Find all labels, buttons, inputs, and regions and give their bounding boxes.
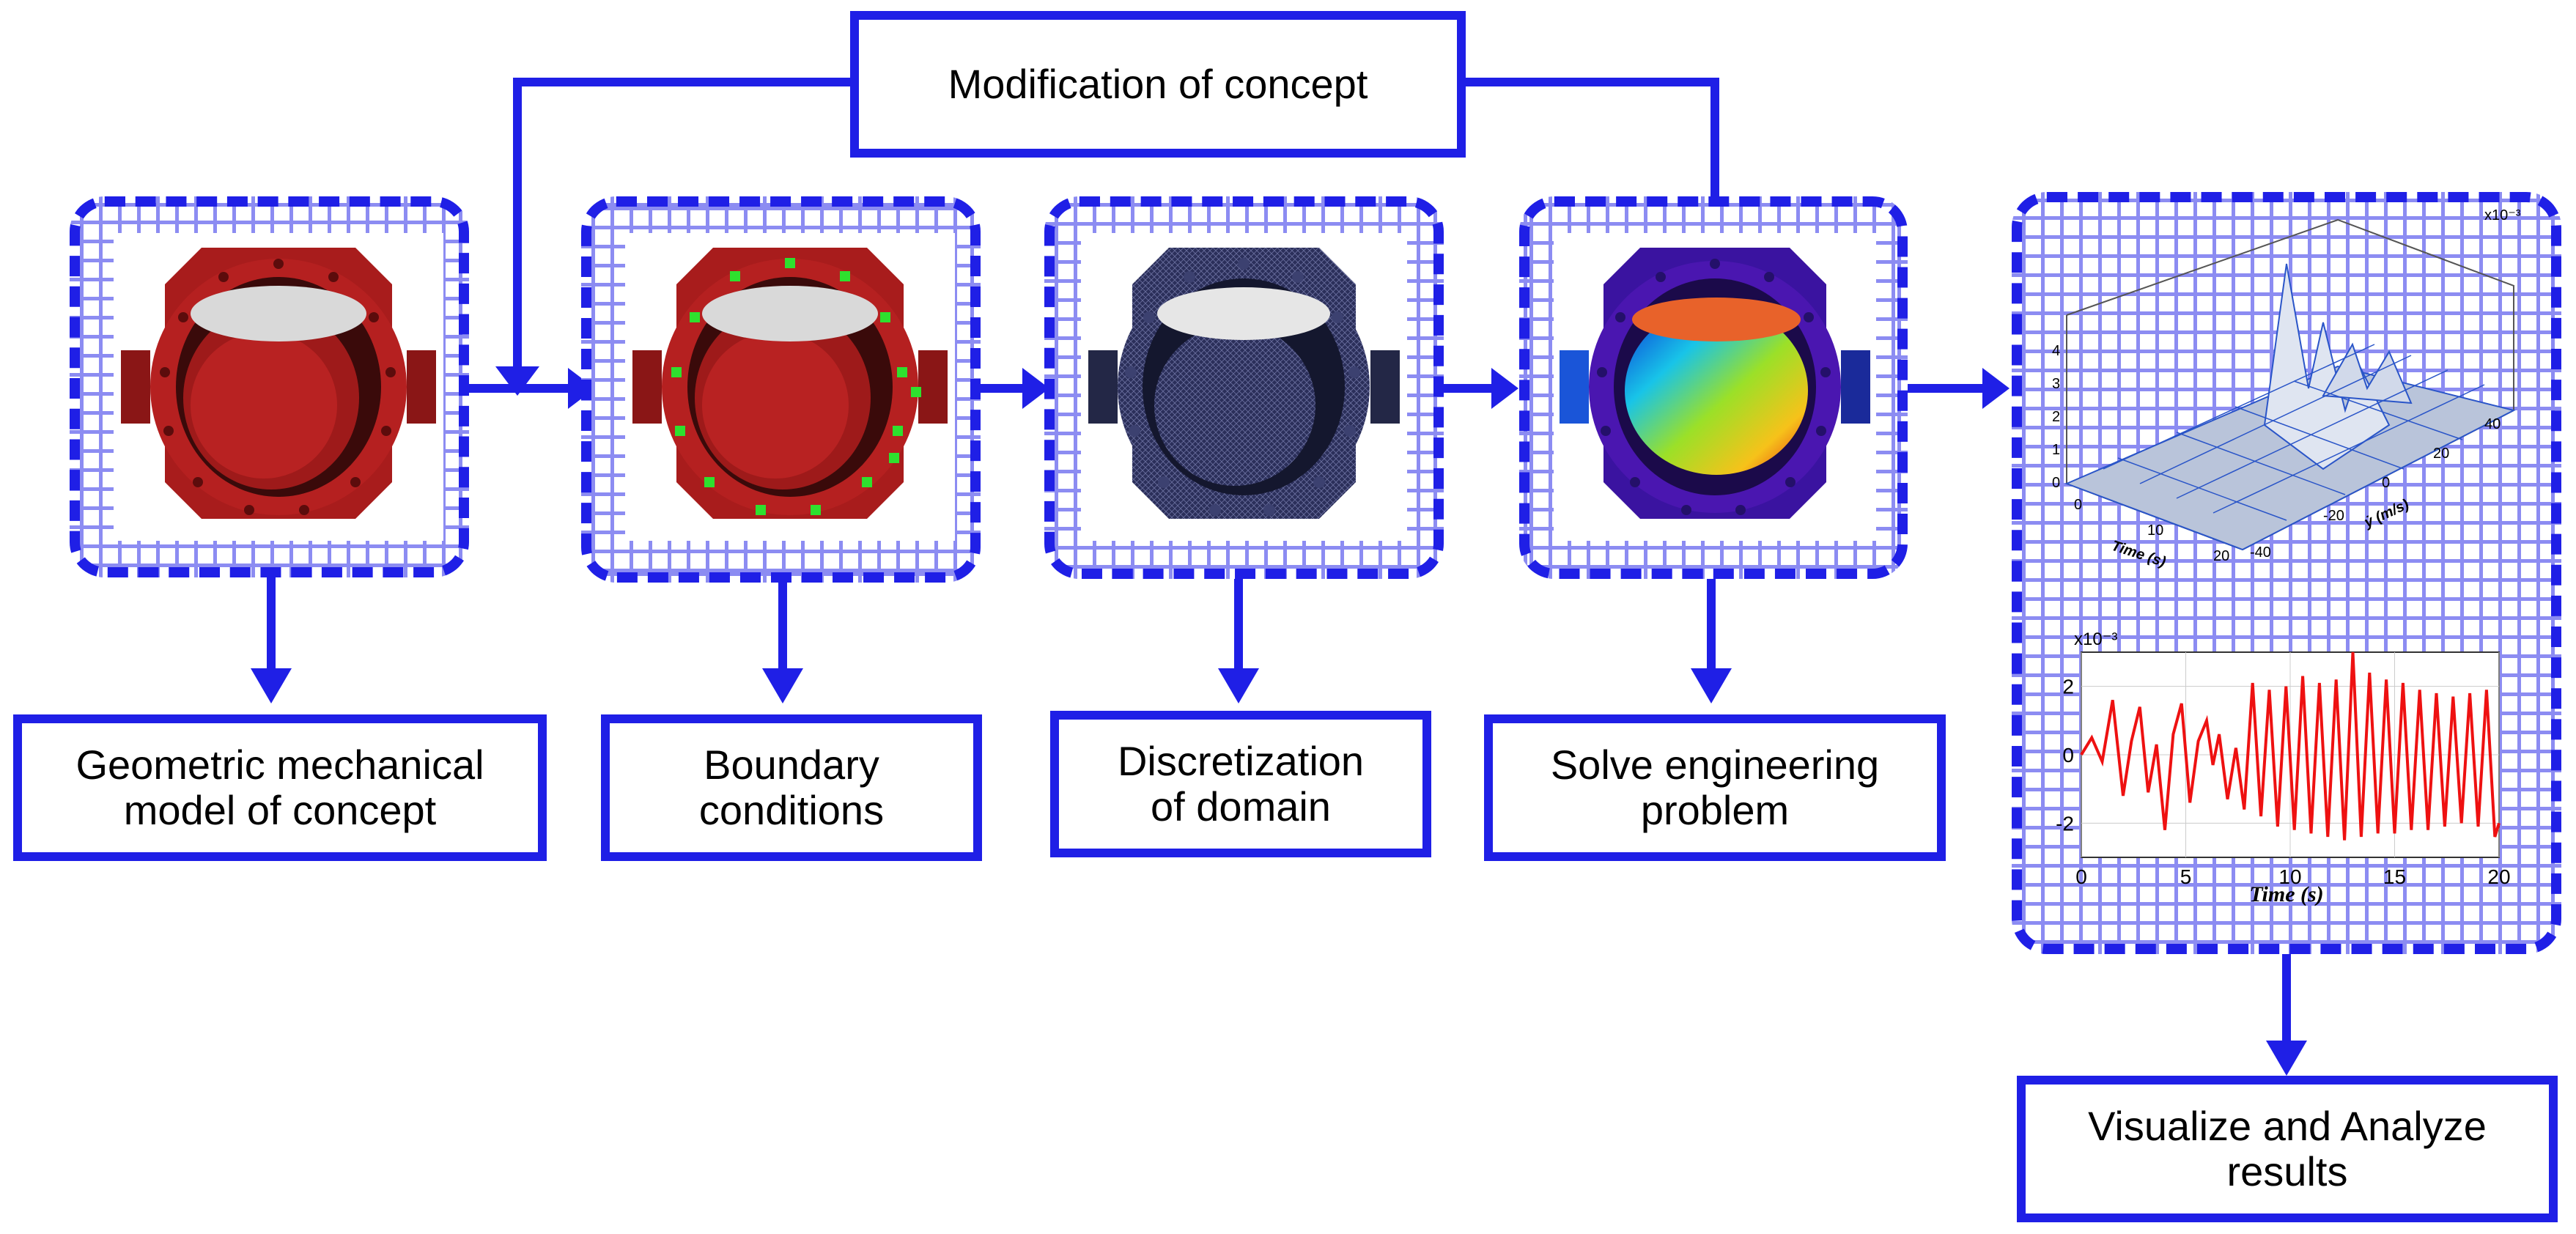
surface-y-tick-0: -40	[2250, 544, 2271, 561]
valve-with-green-boundary-constraints	[625, 233, 955, 541]
line-chart-y-tick-label: -2	[2056, 812, 2074, 835]
down-arrowhead-2	[762, 668, 803, 703]
down-arrowhead-4	[1691, 668, 1732, 703]
surface-x-tick-2: 20	[2213, 548, 2229, 564]
surface-y-tick-1: -20	[2323, 508, 2344, 524]
visualize-results-label-line-2: results	[2226, 1148, 2348, 1194]
flow-arrowhead-2	[1022, 368, 1049, 409]
geometric-model-label-box: Geometric mechanical model of concept	[13, 714, 547, 861]
surface-z-tick-2: 2	[2052, 409, 2060, 425]
down-arrowhead-3	[1218, 668, 1259, 703]
red-butterfly-valve-cad-model	[114, 233, 443, 541]
boundary-conditions-label-box: Boundary conditions	[601, 714, 982, 861]
discretization-label-line-1: Discretization	[1117, 738, 1365, 785]
down-arrowhead-5	[2266, 1041, 2307, 1076]
surface-z-exponent: x10⁻³	[2484, 207, 2521, 223]
line-chart-series	[2080, 651, 2501, 840]
modification-of-concept-label: Modification of concept	[948, 61, 1368, 108]
surface-x-tick-0: 0	[2074, 497, 2082, 513]
visualize-results-label-line-1: Visualize and Analyze	[2088, 1103, 2487, 1150]
feedback-loop-line	[513, 78, 852, 374]
surface-y-label: ẏ (m/s)	[2361, 496, 2412, 531]
discretization-label-line-2: of domain	[1151, 783, 1331, 830]
line-chart-x-tick-label: 5	[2180, 865, 2192, 888]
solve-label-box: Solve engineering problem	[1484, 714, 1946, 861]
flow-arrowhead-4	[1982, 368, 2009, 409]
line-chart-x-tick-label: 10	[2278, 865, 2301, 888]
surface-z-tick-1: 1	[2052, 442, 2060, 458]
solve-label-line-2: problem	[1640, 787, 1790, 833]
meshed-valve-model	[1081, 233, 1407, 541]
line-chart-y-exponent: x10⁻³	[2074, 630, 2117, 649]
line-chart-x-tick-label: 15	[2383, 865, 2406, 888]
surface-y-tick-3: 20	[2433, 446, 2449, 462]
line-chart-x-label: Time (s)	[2249, 882, 2323, 906]
geometric-model-label-line-2: model of concept	[123, 787, 437, 833]
line-chart-series-line	[2080, 651, 2501, 840]
feedback-arrowhead	[495, 366, 539, 396]
line-chart-y-tick-label: 2	[2062, 676, 2074, 698]
surface-y-tick-2: 0	[2382, 475, 2390, 491]
line-chart-x-tick-label: 0	[2075, 865, 2087, 888]
surface-plot: 0 1 2 3 4 x10⁻³ 0 10 20 -40 -20 0 20 40 …	[2052, 207, 2521, 571]
down-arrowhead-1	[251, 668, 292, 703]
surface-mesh	[2064, 263, 2516, 551]
line-chart-x-tick-label: 20	[2487, 865, 2510, 888]
surface-z-tick-0: 0	[2052, 475, 2060, 491]
surface-z-tick-3: 3	[2052, 376, 2060, 392]
line-chart-y-tick-label: 0	[2062, 744, 2074, 766]
response-line-chart: 0 5 10 15 20 -2 0 2 x10⁻³ Time (s)	[2056, 630, 2510, 906]
boundary-conditions-label-line-1: Boundary	[704, 742, 879, 788]
solve-label-line-1: Solve engineering	[1550, 742, 1880, 788]
geometric-model-label-line-1: Geometric mechanical	[75, 742, 484, 788]
flow-arrowhead-3	[1491, 368, 1518, 409]
surface-box-back	[2066, 218, 2514, 410]
surface-x-tick-1: 10	[2147, 522, 2163, 539]
surface-z-tick-4: 4	[2052, 343, 2060, 359]
valve-fea-stress-contour	[1554, 233, 1876, 541]
feedback-return-line	[1464, 78, 1719, 199]
discretization-label-box: Discretization of domain	[1050, 711, 1431, 857]
surface-x-label: Time (s)	[2109, 538, 2168, 571]
boundary-conditions-label-line-2: conditions	[698, 787, 885, 833]
visualize-results-label-box: Visualize and Analyze results	[2017, 1076, 2558, 1222]
surface-y-tick-4: 40	[2484, 416, 2501, 432]
modification-of-concept-box: Modification of concept	[850, 11, 1466, 158]
